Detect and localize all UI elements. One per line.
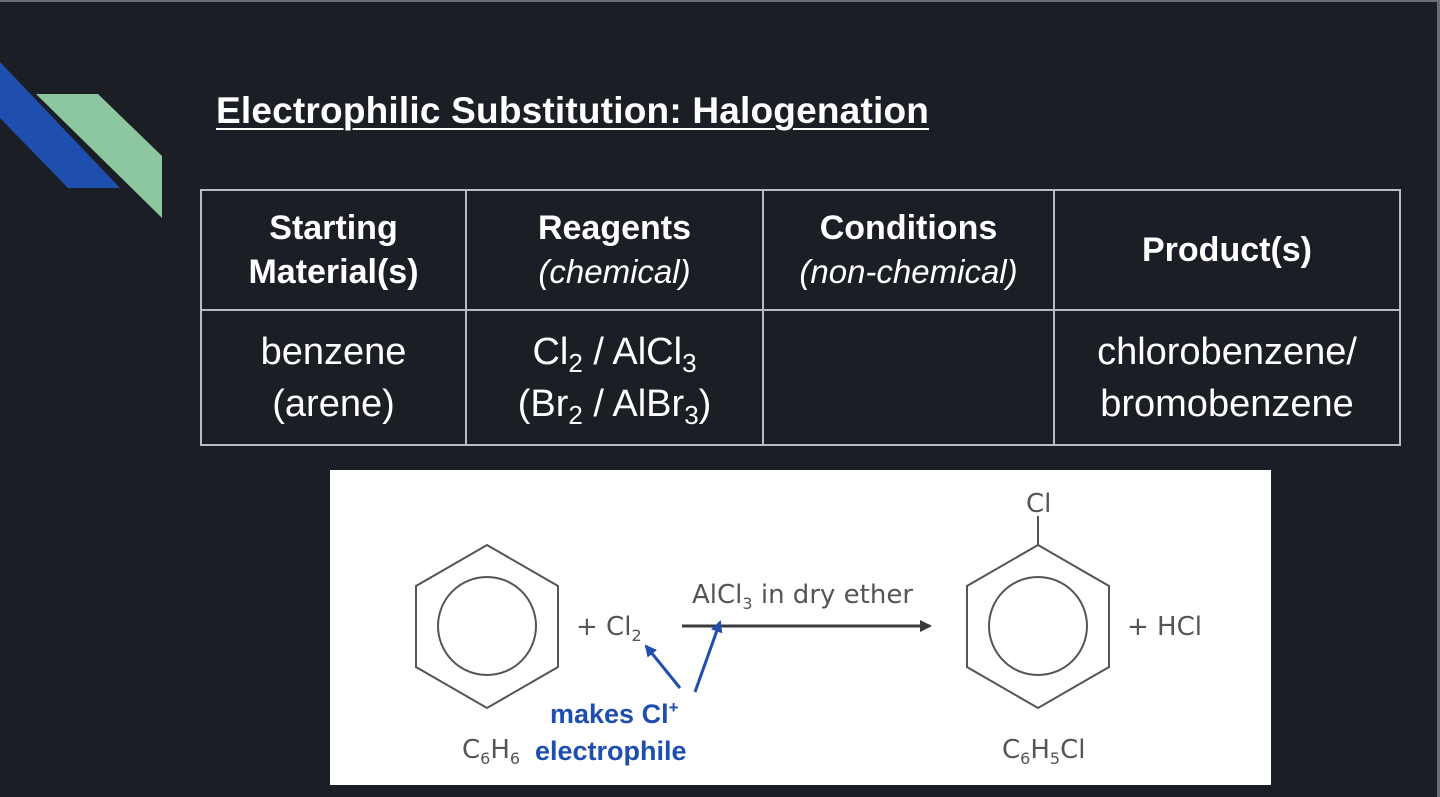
- slide-title: Electrophilic Substitution: Halogenation: [216, 90, 930, 131]
- blue-stripe: [0, 62, 120, 188]
- cell-conditions: [762, 309, 1055, 446]
- header-conditions-label: Conditions: [819, 209, 998, 247]
- cell-products: chlorobenzene/ bromobenzene: [1053, 309, 1401, 446]
- byproduct: + HCl: [1127, 612, 1202, 642]
- header-conditions-sub: (non-chemical): [799, 253, 1018, 290]
- products-line2: bromobenzene: [1100, 382, 1354, 425]
- reagents-line1: Cl2 / AlCl3: [532, 330, 697, 378]
- header-starting-material: Starting Material(s): [200, 189, 467, 311]
- reagents-line2: (Br2 / AlBr3): [517, 382, 712, 430]
- products-line1: chlorobenzene/: [1097, 330, 1357, 373]
- benzene-ring-product: [966, 516, 1110, 710]
- header-starting-material-line1: Starting: [269, 209, 398, 247]
- header-reagents: Reagents (chemical): [465, 189, 764, 311]
- product-formula: C6H5Cl: [1002, 735, 1085, 768]
- header-products-label: Product(s): [1142, 231, 1312, 269]
- starting-material-line2: (arene): [272, 382, 395, 425]
- table-row: benzene (arene) Cl2 / AlCl3 (Br2 / AlBr3…: [200, 309, 1401, 446]
- cell-starting-material: benzene (arene): [200, 309, 467, 446]
- table-header-row: Starting Material(s) Reagents (chemical)…: [200, 189, 1401, 311]
- annotation-line2: electrophile: [535, 736, 687, 766]
- header-reagents-label: Reagents: [537, 209, 692, 247]
- header-starting-material-line2: Material(s): [248, 253, 419, 291]
- starting-material-line1: benzene: [260, 330, 407, 373]
- header-conditions: Conditions (non-chemical): [762, 189, 1055, 311]
- reaction-table: Starting Material(s) Reagents (chemical)…: [200, 189, 1401, 446]
- reaction-diagram: C6H6 + Cl2 AlCl3 in dry ether Cl + HCl C…: [330, 470, 1271, 785]
- benzene-ring-reactant: [415, 543, 559, 710]
- arrow-label: AlCl3 in dry ether: [692, 580, 913, 613]
- cell-reagents: Cl2 / AlCl3 (Br2 / AlBr3): [465, 309, 764, 446]
- annotation-arrow-left: [644, 644, 682, 689]
- reactant-formula: C6H6: [462, 735, 520, 768]
- chlorine-reagent: + Cl2: [576, 612, 642, 645]
- header-reagents-sub: (chemical): [538, 253, 691, 290]
- annotation-arrow-right: [693, 620, 723, 693]
- green-stripe: [36, 94, 162, 218]
- header-products: Product(s): [1053, 189, 1401, 311]
- corner-decoration: [0, 62, 162, 218]
- product-substituent: Cl: [1026, 489, 1051, 519]
- annotation-line1: makes Cl+: [550, 698, 679, 729]
